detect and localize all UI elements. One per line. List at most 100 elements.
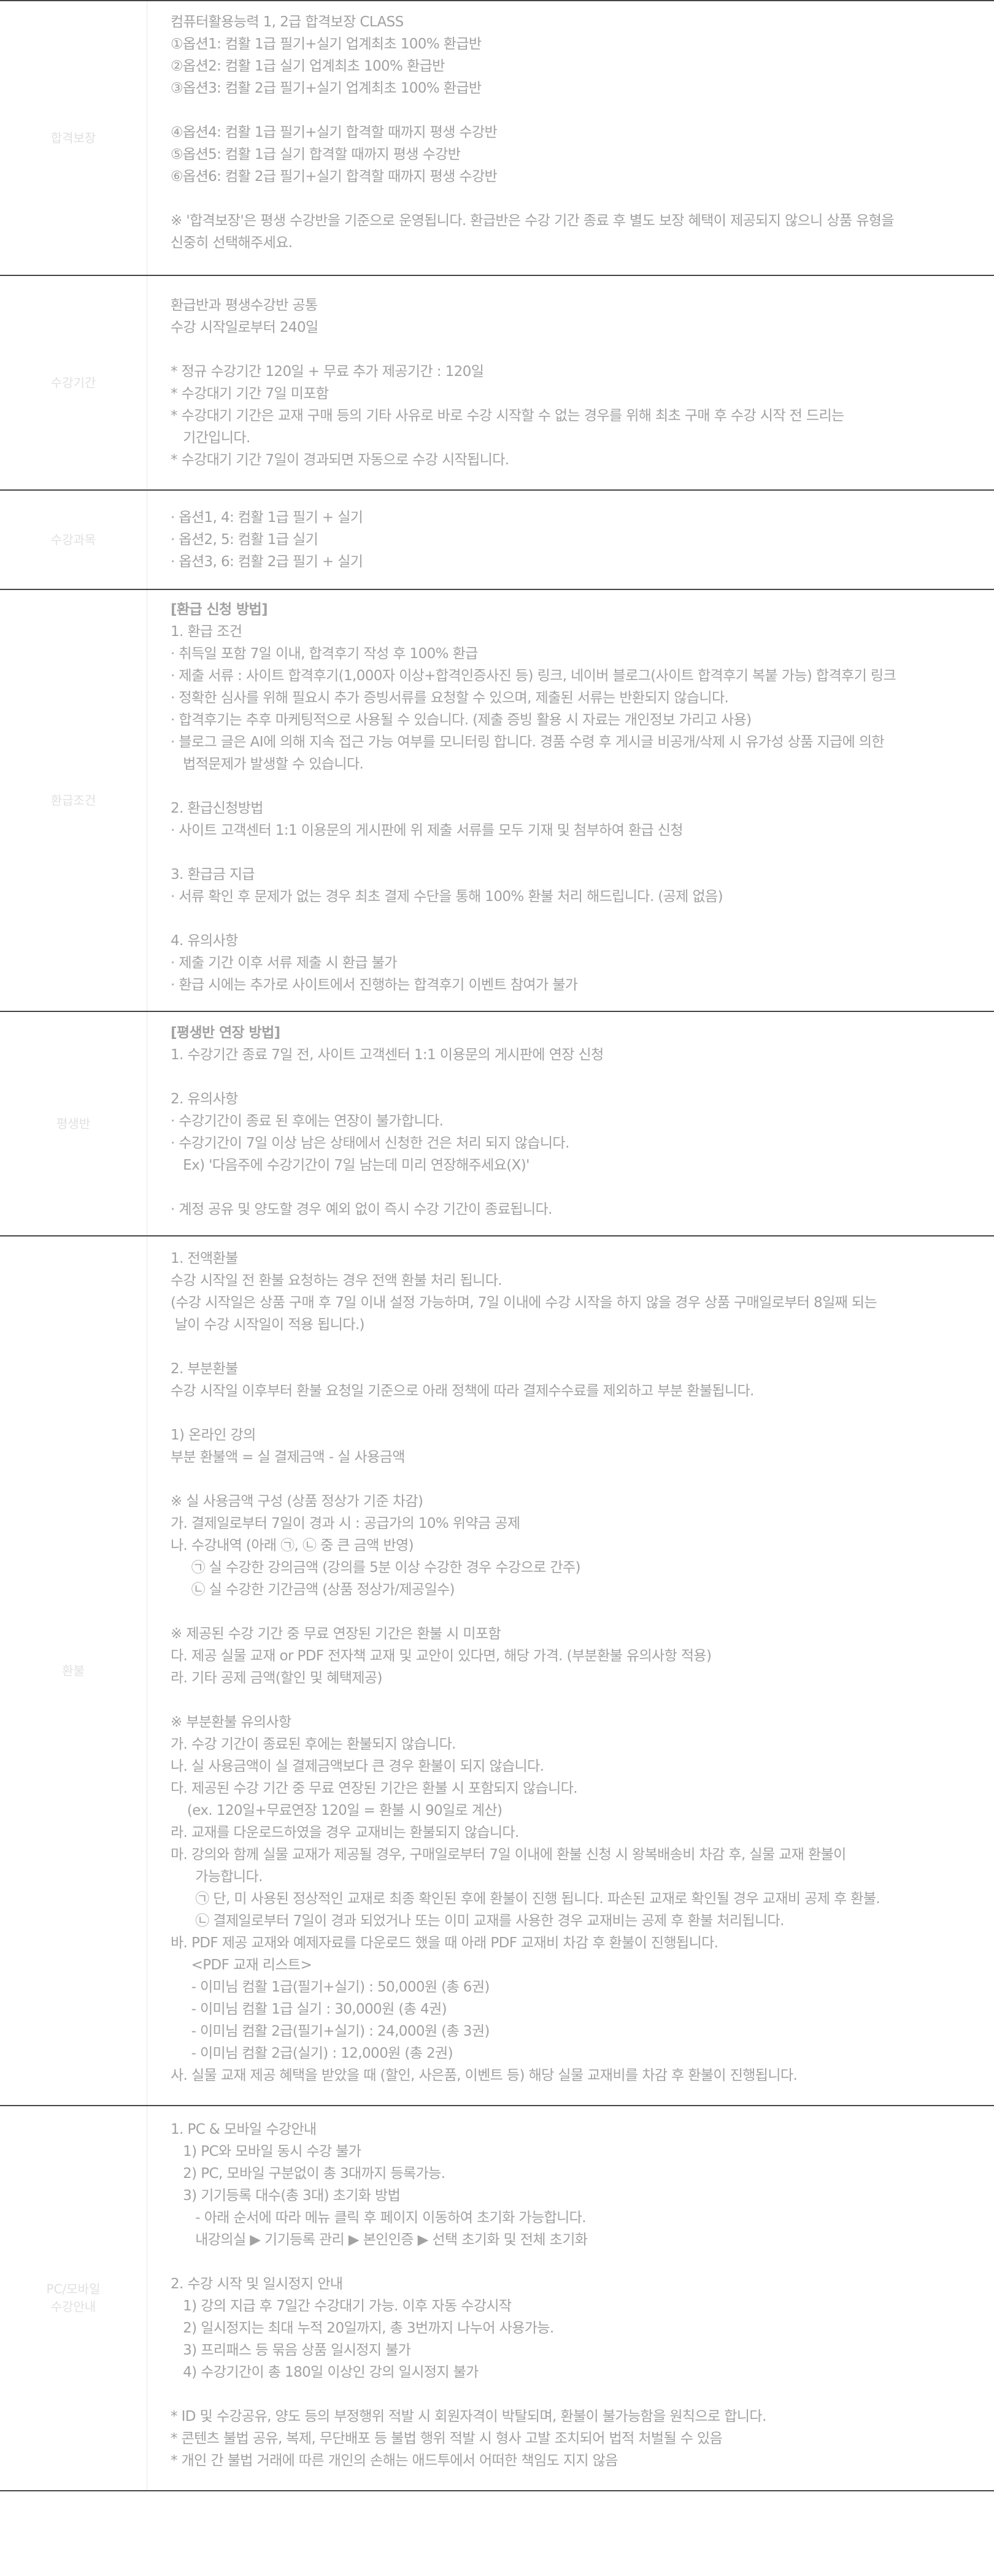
content-line: 환급반과 평생수강반 공통 bbox=[171, 297, 318, 313]
content-line: 1) 온라인 강의 bbox=[171, 1427, 256, 1443]
content-line: 컴퓨터활용능력 1, 2급 합격보장 CLASS bbox=[171, 14, 404, 30]
content-line: [평생반 연장 방법] bbox=[171, 1025, 280, 1041]
content-line: 2. 환급신청방법 bbox=[171, 800, 263, 816]
content-line: 수강 시작일 이후부터 환불 요청일 기준으로 아래 정책에 따라 결제수수료를… bbox=[171, 1383, 754, 1399]
row-label: 환급조건 bbox=[0, 590, 147, 1011]
content-line: ㉡ 실 수강한 기간금액 (상품 정상가/제공일수) bbox=[171, 1582, 455, 1598]
content-line: · 취득일 포함 7일 이내, 합격후기 작성 후 100% 환급 bbox=[171, 646, 478, 662]
content-line: ㉠ 단, 미 사용된 정상적인 교재로 최종 확인된 후에 환불이 진행 됩니다… bbox=[171, 1891, 880, 1907]
content-line: 1. 수강기간 종료 7일 전, 사이트 고객센터 1:1 이용문의 게시판에 … bbox=[171, 1047, 604, 1063]
content-line: 3) 기기등록 대수(총 3대) 초기화 방법 bbox=[171, 2188, 401, 2204]
content-line: · 옵션1, 4: 컴활 1급 필기 + 실기 bbox=[171, 510, 363, 526]
content-line: * 수강대기 기간 7일이 경과되면 자동으로 수강 시작됩니다. bbox=[171, 452, 509, 468]
content-line: 라. 기타 공제 금액(할인 및 혜택제공) bbox=[171, 1670, 382, 1686]
row-label: 환불 bbox=[0, 1236, 147, 2105]
content-line: 2) 일시정지는 최대 누적 20일까지, 총 3번까지 나누어 사용가능. bbox=[171, 2320, 554, 2336]
content-line: · 서류 확인 후 문제가 없는 경우 최초 결제 수단을 통해 100% 환불… bbox=[171, 889, 723, 905]
content-line: 2. 부분환불 bbox=[171, 1361, 238, 1377]
content-line: · 수강기간이 7일 이상 남은 상태에서 신청한 건은 처리 되지 않습니다. bbox=[171, 1135, 569, 1151]
content-line: 2. 유의사항 bbox=[171, 1091, 238, 1107]
row-content: · 옵션1, 4: 컴활 1급 필기 + 실기 · 옵션2, 5: 컴활 1급 실… bbox=[147, 491, 994, 589]
content-line: 법적문제가 발생할 수 있습니다. bbox=[171, 756, 364, 772]
content-line: ⑥옵션6: 컴활 2급 필기+실기 합격할 때까지 평생 수강반 bbox=[171, 169, 498, 185]
content-line: · 환급 시에는 추가로 사이트에서 진행하는 합격후기 이벤트 참여가 불가 bbox=[171, 977, 578, 993]
content-line: 바. PDF 제공 교재와 예제자료를 다운로드 했을 때 아래 PDF 교재비… bbox=[171, 1935, 719, 1951]
content-line: 다. 제공된 수강 기간 중 무료 연장된 기간은 환불 시 포함되지 않습니다… bbox=[171, 1781, 578, 1796]
content-line: 기간입니다. bbox=[171, 430, 250, 446]
content-line: 날이 수강 시작일이 적용 됩니다.) bbox=[171, 1317, 365, 1333]
content-line: ※ 제공된 수강 기간 중 무료 연장된 기간은 환불 시 미포함 bbox=[171, 1626, 501, 1642]
content-line: 다. 제공 실물 교재 or PDF 전자책 교재 및 교안이 있다면, 해당 … bbox=[171, 1648, 712, 1664]
content-line: 내강의실 ▶ 기기등록 관리 ▶ 본인인증 ▶ 선택 초기화 및 전체 초기화 bbox=[171, 2232, 588, 2248]
row-content: [평생반 연장 방법] 1. 수강기간 종료 7일 전, 사이트 고객센터 1:1… bbox=[147, 1012, 994, 1235]
row-label: 평생반 bbox=[0, 1012, 147, 1235]
content-line: - 이미님 컴활 1급 실기 : 30,000원 (총 4권) bbox=[171, 2001, 447, 2017]
row-label: 수강과목 bbox=[0, 491, 147, 589]
content-line: Ex) '다음주에 수강기간이 7일 남는데 미리 연장해주세요(X)' bbox=[171, 1157, 530, 1173]
content-line: * 정규 수강기간 120일 + 무료 추가 제공기간 : 120일 bbox=[171, 364, 484, 380]
content-line bbox=[171, 1601, 969, 1623]
content-line: 1. PC & 모바일 수강안내 bbox=[171, 2122, 317, 2137]
content-line: 사. 실물 교재 제공 혜택을 받았을 때 (할인, 사은품, 이벤트 등) 해… bbox=[171, 2068, 798, 2083]
content-line: 나. 수강내역 (아래 ㉠, ㉡ 중 큰 금액 반영) bbox=[171, 1538, 414, 1554]
content-line bbox=[171, 908, 969, 930]
content-line: 마. 강의와 함께 실물 교재가 제공될 경우, 구매일로부터 7일 이내에 환… bbox=[171, 1847, 846, 1863]
content-line: [환급 신청 방법] bbox=[171, 602, 268, 618]
content-line: * 수강대기 기간은 교재 구매 등의 기타 사유로 바로 수강 시작할 수 없… bbox=[171, 408, 844, 424]
content-line: · 옵션3, 6: 컴활 2급 필기 + 실기 bbox=[171, 554, 363, 570]
content-line: ⑤옵션5: 컴활 1급 실기 합격할 때까지 평생 수강반 bbox=[171, 147, 461, 163]
content-line: 가. 결제일로부터 7일이 경과 시 : 공급가의 10% 위약금 공제 bbox=[171, 1516, 520, 1531]
content-line: 3) 프리패스 등 묶음 상품 일시정지 불가 bbox=[171, 2342, 411, 2358]
info-row: 합격보장 컴퓨터활용능력 1, 2급 합격보장 CLASS ①옵션1: 컴활 1급 … bbox=[0, 1, 994, 276]
content-line: · 사이트 고객센터 1:1 이용문의 게시판에 위 제출 서류를 모두 기재 … bbox=[171, 822, 684, 838]
content-line: (ex. 120일+무료연장 120일 = 환불 시 90일로 계산) bbox=[171, 1803, 503, 1819]
info-row: 평생반 [평생반 연장 방법] 1. 수강기간 종료 7일 전, 사이트 고객센터 … bbox=[0, 1012, 994, 1236]
content-line: (수강 시작일은 상품 구매 후 7일 이내 설정 가능하며, 7일 이내에 수… bbox=[171, 1295, 877, 1311]
content-line: · 제출 서류 : 사이트 합격후기(1,000자 이상+합격인증사진 등) 링… bbox=[171, 668, 896, 684]
content-line: - 이미님 컴활 2급(실기) : 12,000원 (총 2권) bbox=[171, 2045, 453, 2061]
content-line bbox=[171, 1468, 969, 1490]
content-line: 라. 교재를 다운로드하였을 경우 교재비는 환불되지 않습니다. bbox=[171, 1825, 519, 1841]
row-label: 합격보장 bbox=[0, 1, 147, 275]
content-line bbox=[171, 339, 969, 361]
content-line: 1. 환급 조건 bbox=[171, 624, 242, 640]
content-line: 2. 수강 시작 및 일시정지 안내 bbox=[171, 2276, 343, 2292]
content-line bbox=[171, 1336, 969, 1358]
info-row: 수강과목 · 옵션1, 4: 컴활 1급 필기 + 실기 · 옵션2, 5: 컴활 … bbox=[0, 491, 994, 590]
content-line: * 수강대기 기간 7일 미포함 bbox=[171, 386, 329, 402]
content-line: · 제출 기간 이후 서류 제출 시 환급 불가 bbox=[171, 955, 397, 971]
content-line bbox=[171, 1689, 969, 1711]
content-line: · 블로그 글은 AI에 의해 지속 접근 가능 여부를 모니터링 합니다. 경… bbox=[171, 734, 885, 750]
content-line bbox=[171, 2383, 969, 2405]
row-label: PC/모바일 수강안내 bbox=[0, 2106, 147, 2490]
content-line: 1) 강의 지급 후 7일간 수강대기 가능. 이후 자동 수강시작 bbox=[171, 2298, 512, 2314]
content-line: · 옵션2, 5: 컴활 1급 실기 bbox=[171, 532, 318, 548]
content-line: 가능합니다. bbox=[171, 1869, 263, 1885]
content-line: 부분 환불액 = 실 결제금액 - 실 사용금액 bbox=[171, 1449, 405, 1465]
content-line: 2) PC, 모바일 구분없이 총 3대까지 등록가능. bbox=[171, 2166, 445, 2182]
content-line: ㉡ 결제일로부터 7일이 경과 되었거나 또는 이미 교재를 사용한 경우 교재… bbox=[171, 1913, 784, 1929]
content-line: * 콘텐츠 불법 공유, 복제, 무단배포 등 불법 행위 적발 시 형사 고발… bbox=[171, 2431, 723, 2447]
row-content: 1. PC & 모바일 수강안내 1) PC와 모바일 동시 수강 불가 2) … bbox=[147, 2106, 994, 2490]
row-content: [환급 신청 방법] 1. 환급 조건 · 취득일 포함 7일 이내, 합격후기 작… bbox=[147, 590, 994, 1011]
content-line: ①옵션1: 컴활 1급 필기+실기 업계최초 100% 환급반 bbox=[171, 36, 482, 52]
content-line bbox=[171, 99, 969, 121]
content-line: ※ '합격보장'은 평생 수강반을 기준으로 운영됩니다. 환급반은 수강 기간… bbox=[171, 213, 895, 229]
content-line: 수강 시작일 전 환불 요청하는 경우 전액 환불 처리 됩니다. bbox=[171, 1273, 503, 1289]
content-line: ③옵션3: 컴활 2급 필기+실기 업계최초 100% 환급반 bbox=[171, 80, 482, 96]
content-line: 4. 유의사항 bbox=[171, 933, 238, 949]
content-line bbox=[171, 2251, 969, 2273]
content-line: 3. 환급금 지급 bbox=[171, 867, 255, 883]
content-line: 신중히 선택해주세요. bbox=[171, 235, 293, 251]
content-line: · 합격후기는 추후 마케팅적으로 사용될 수 있습니다. (제출 증빙 활용 … bbox=[171, 712, 752, 728]
content-line: 1) PC와 모바일 동시 수강 불가 bbox=[171, 2144, 361, 2160]
content-line: 1. 전액환불 bbox=[171, 1251, 238, 1267]
content-line: <PDF 교재 리스트> bbox=[171, 1957, 312, 1973]
content-line: 4) 수강기간이 총 180일 이상인 강의 일시정지 불가 bbox=[171, 2364, 479, 2380]
content-line: ②옵션2: 컴활 1급 실기 업계최초 100% 환급반 bbox=[171, 58, 445, 74]
content-line bbox=[171, 841, 969, 864]
